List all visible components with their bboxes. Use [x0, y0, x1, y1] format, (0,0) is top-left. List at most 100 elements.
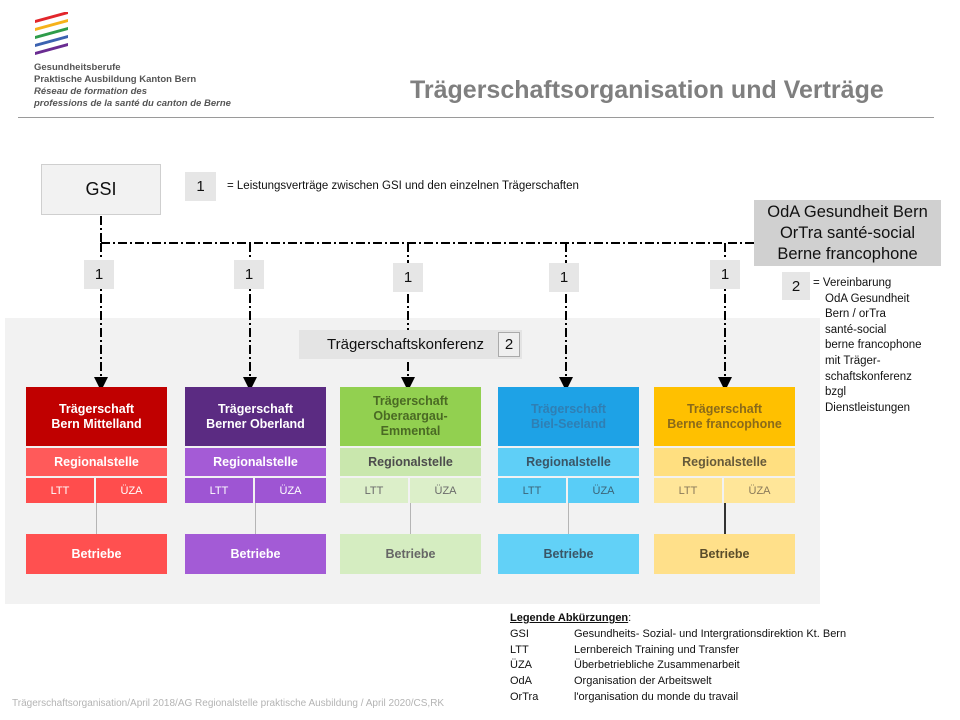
page-title: Trägerschaftsorganisation und Verträge — [410, 76, 884, 104]
logo-stripe — [35, 27, 68, 39]
ltt-box: LTT — [185, 478, 253, 503]
traegerschaft-header: Trägerschaft Oberaargau- Emmental — [340, 387, 481, 446]
traegerschaft-name-line: Trägerschaft — [686, 401, 763, 416]
contract-number-badge: 1 — [549, 263, 579, 292]
org-line: Gesundheitsberufe — [34, 62, 121, 73]
regionalstelle-box: Regionalstelle — [185, 448, 326, 476]
legend-row: OdA Organisation der Arbeitswelt — [510, 674, 846, 690]
uza-box: ÜZA — [410, 478, 481, 503]
legend-text: Gesundheits- Sozial- und Intergrationsdi… — [574, 627, 847, 640]
betriebe-box: Betriebe — [185, 534, 326, 574]
traegerschaft-name-line: Bern Mittelland — [51, 416, 142, 431]
traegerschaft-name-line: Trägerschaft — [530, 401, 607, 416]
betriebe-connector — [255, 503, 256, 534]
legend-text: Überbetriebliche Zusammenarbeit — [574, 659, 740, 672]
uza-box: ÜZA — [568, 478, 639, 503]
traegerschaft-name-line: Emmental — [380, 424, 441, 438]
traegerschaft-name-line: Trägerschaft — [372, 394, 449, 408]
legend-abbr: GSI — [510, 627, 529, 640]
traegerschaft-name-line: Oberaargau- — [373, 409, 448, 423]
traegerschaft-header: Trägerschaft Biel-Seeland — [498, 387, 639, 446]
legend-row: ÜZA Überbetriebliche Zusammenarbeit — [510, 658, 846, 674]
legend-row: OrTra l'organisation du monde du travail — [510, 690, 846, 706]
uza-box: ÜZA — [96, 478, 167, 503]
betriebe-connector — [410, 503, 411, 534]
org-line: professions de la santé du canton de Ber… — [34, 98, 231, 109]
logo-stripe — [35, 35, 68, 47]
agreement-note: = Vereinbarung OdA Gesundheit Bern / orT… — [813, 276, 922, 416]
agreement-line: = Vereinbarung — [813, 277, 892, 289]
traegerschaft-header: Trägerschaft Berne francophone — [654, 387, 795, 446]
traegerschaftskonferenz-box: Trägerschaftskonferenz 2 — [299, 330, 522, 359]
legend-abbr: OdA — [510, 675, 533, 688]
betriebe-box: Betriebe — [498, 534, 639, 574]
traegerschaft-header: Trägerschaft Bern Mittelland — [26, 387, 167, 446]
legend-title-colon: : — [628, 612, 632, 624]
legend-abbr: ÜZA — [510, 659, 532, 672]
regionalstelle-box: Regionalstelle — [498, 448, 639, 476]
header-divider — [18, 117, 934, 118]
organisation-name: Gesundheitsberufe Praktische Ausbildung … — [34, 62, 231, 110]
traegerschaft-name-line: Berne francophone — [667, 416, 782, 431]
oda-box: OdA Gesundheit Bern OrTra santé-social B… — [754, 200, 941, 266]
oda-line: Berne francophone — [777, 244, 918, 263]
traegerschaft-header: Trägerschaft Berner Oberland — [185, 387, 326, 446]
contract-number-badge: 1 — [234, 260, 264, 289]
org-line: Praktische Ausbildung Kanton Bern — [34, 74, 197, 85]
legend-row: GSI Gesundheits- Sozial- und Intergration… — [510, 627, 846, 643]
legend-text: Organisation der Arbeitswelt — [574, 675, 712, 688]
org-line: Réseau de formation des — [34, 86, 147, 97]
traegerschaft-name-line: Trägerschaft — [58, 401, 135, 416]
betriebe-box: Betriebe — [340, 534, 481, 574]
agreement-line: OdA Gesundheit — [825, 292, 910, 305]
logo-icon — [35, 12, 68, 55]
betriebe-connector — [724, 503, 726, 534]
traegerschaft-name-line: Biel-Seeland — [530, 416, 607, 431]
legend: Legende Abkürzungen: GSI Gesundheits- Soz… — [510, 611, 846, 706]
legend-text: Lernbereich Training und Transfer — [574, 643, 740, 656]
ltt-box: LTT — [654, 478, 722, 503]
uza-box: ÜZA — [255, 478, 326, 503]
agreement-line: berne francophone — [825, 339, 922, 352]
agreement-line: schaftskonferenz — [825, 370, 912, 383]
oda-line: OdA Gesundheit Bern — [767, 202, 928, 221]
contract-note: = Leistungsverträge zwischen GSI und den… — [227, 180, 579, 192]
betriebe-box: Betriebe — [654, 534, 795, 574]
gsi-box: GSI — [41, 164, 161, 215]
ltt-box: LTT — [498, 478, 566, 503]
agreement-line: santé-social — [825, 323, 887, 336]
logo-stripe — [35, 12, 68, 23]
agreement-line: bzgl — [825, 386, 847, 399]
ltt-box: LTT — [340, 478, 408, 503]
betriebe-connector — [96, 503, 97, 534]
konferenz-number-badge: 2 — [498, 332, 520, 357]
regionalstelle-box: Regionalstelle — [654, 448, 795, 476]
regionalstelle-box: Regionalstelle — [340, 448, 481, 476]
contract-number-badge: 1 — [84, 260, 114, 289]
traegerschaft-name-line: Trägerschaft — [217, 401, 294, 416]
contract-number-legend: 1 — [185, 172, 216, 201]
agreement-line: Bern / orTra — [825, 308, 886, 321]
legend-title-text: Legende Abkürzungen — [510, 612, 629, 624]
legend-title: Legende Abkürzungen: — [510, 611, 846, 627]
contract-number-badge: 1 — [710, 260, 740, 289]
legend-abbr: OrTra — [510, 690, 539, 703]
traegerschaft-name-line: Berner Oberland — [206, 416, 305, 431]
konferenz-label: Trägerschaftskonferenz — [327, 336, 485, 353]
legend-table: GSI Gesundheits- Sozial- und Intergration… — [510, 627, 846, 706]
betriebe-connector — [568, 503, 569, 534]
betriebe-box: Betriebe — [26, 534, 167, 574]
oda-line: OrTra santé-social — [779, 223, 916, 242]
legend-text: l'organisation du monde du travail — [574, 690, 739, 703]
agreement-number-badge: 2 — [782, 272, 810, 300]
logo-stripe — [35, 19, 68, 31]
contract-number-badge: 1 — [393, 263, 423, 292]
ltt-box: LTT — [26, 478, 94, 503]
agreement-line: Dienstleistungen — [825, 401, 911, 414]
uza-box: ÜZA — [724, 478, 795, 503]
regionalstelle-box: Regionalstelle — [26, 448, 167, 476]
agreement-line: mit Träger- — [825, 354, 881, 367]
footer-text: Trägerschaftsorganisation/April 2018/AG … — [12, 698, 445, 709]
logo-stripe — [35, 43, 68, 55]
